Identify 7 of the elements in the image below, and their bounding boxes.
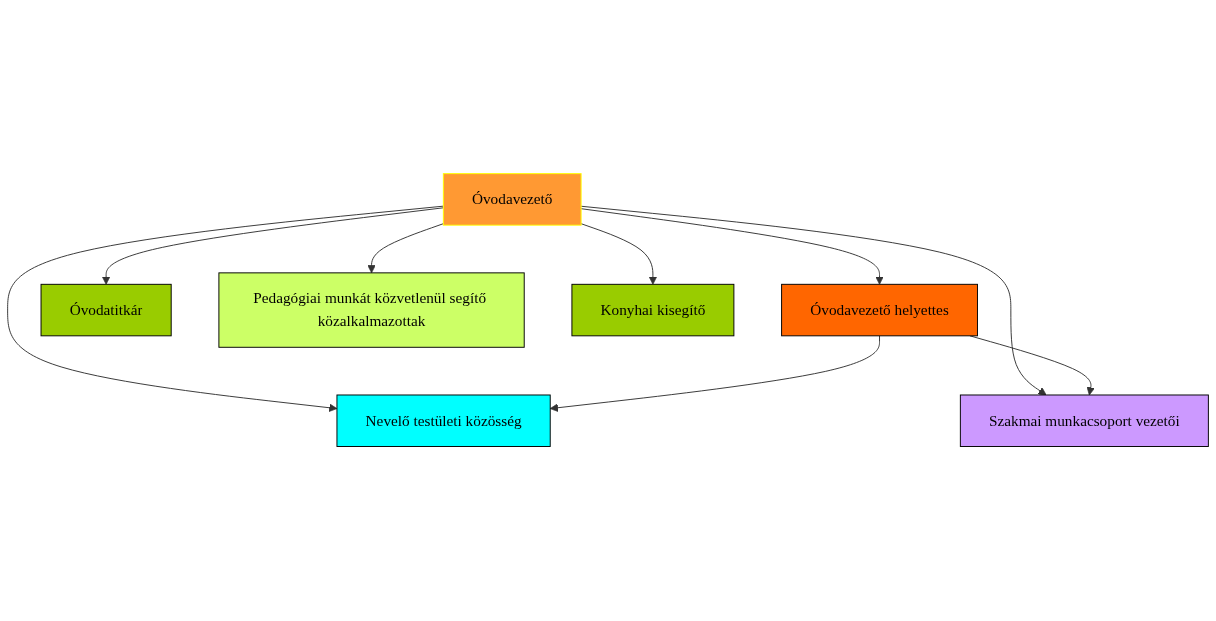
node-box: Pedagógiai munkát közvetlenül segítő közalkalmazottak [218, 272, 525, 349]
node-box: Nevelő testületi közösség [336, 394, 551, 448]
node-box: Óvodavezető helyettes [781, 284, 978, 337]
node-box: Óvodavezető [442, 173, 582, 227]
node-box: Szakmai munkacsoport vezetői [959, 394, 1209, 448]
node-box: Óvodatitkár [40, 284, 172, 337]
node-box: Konyhai kisegítő [571, 284, 735, 337]
